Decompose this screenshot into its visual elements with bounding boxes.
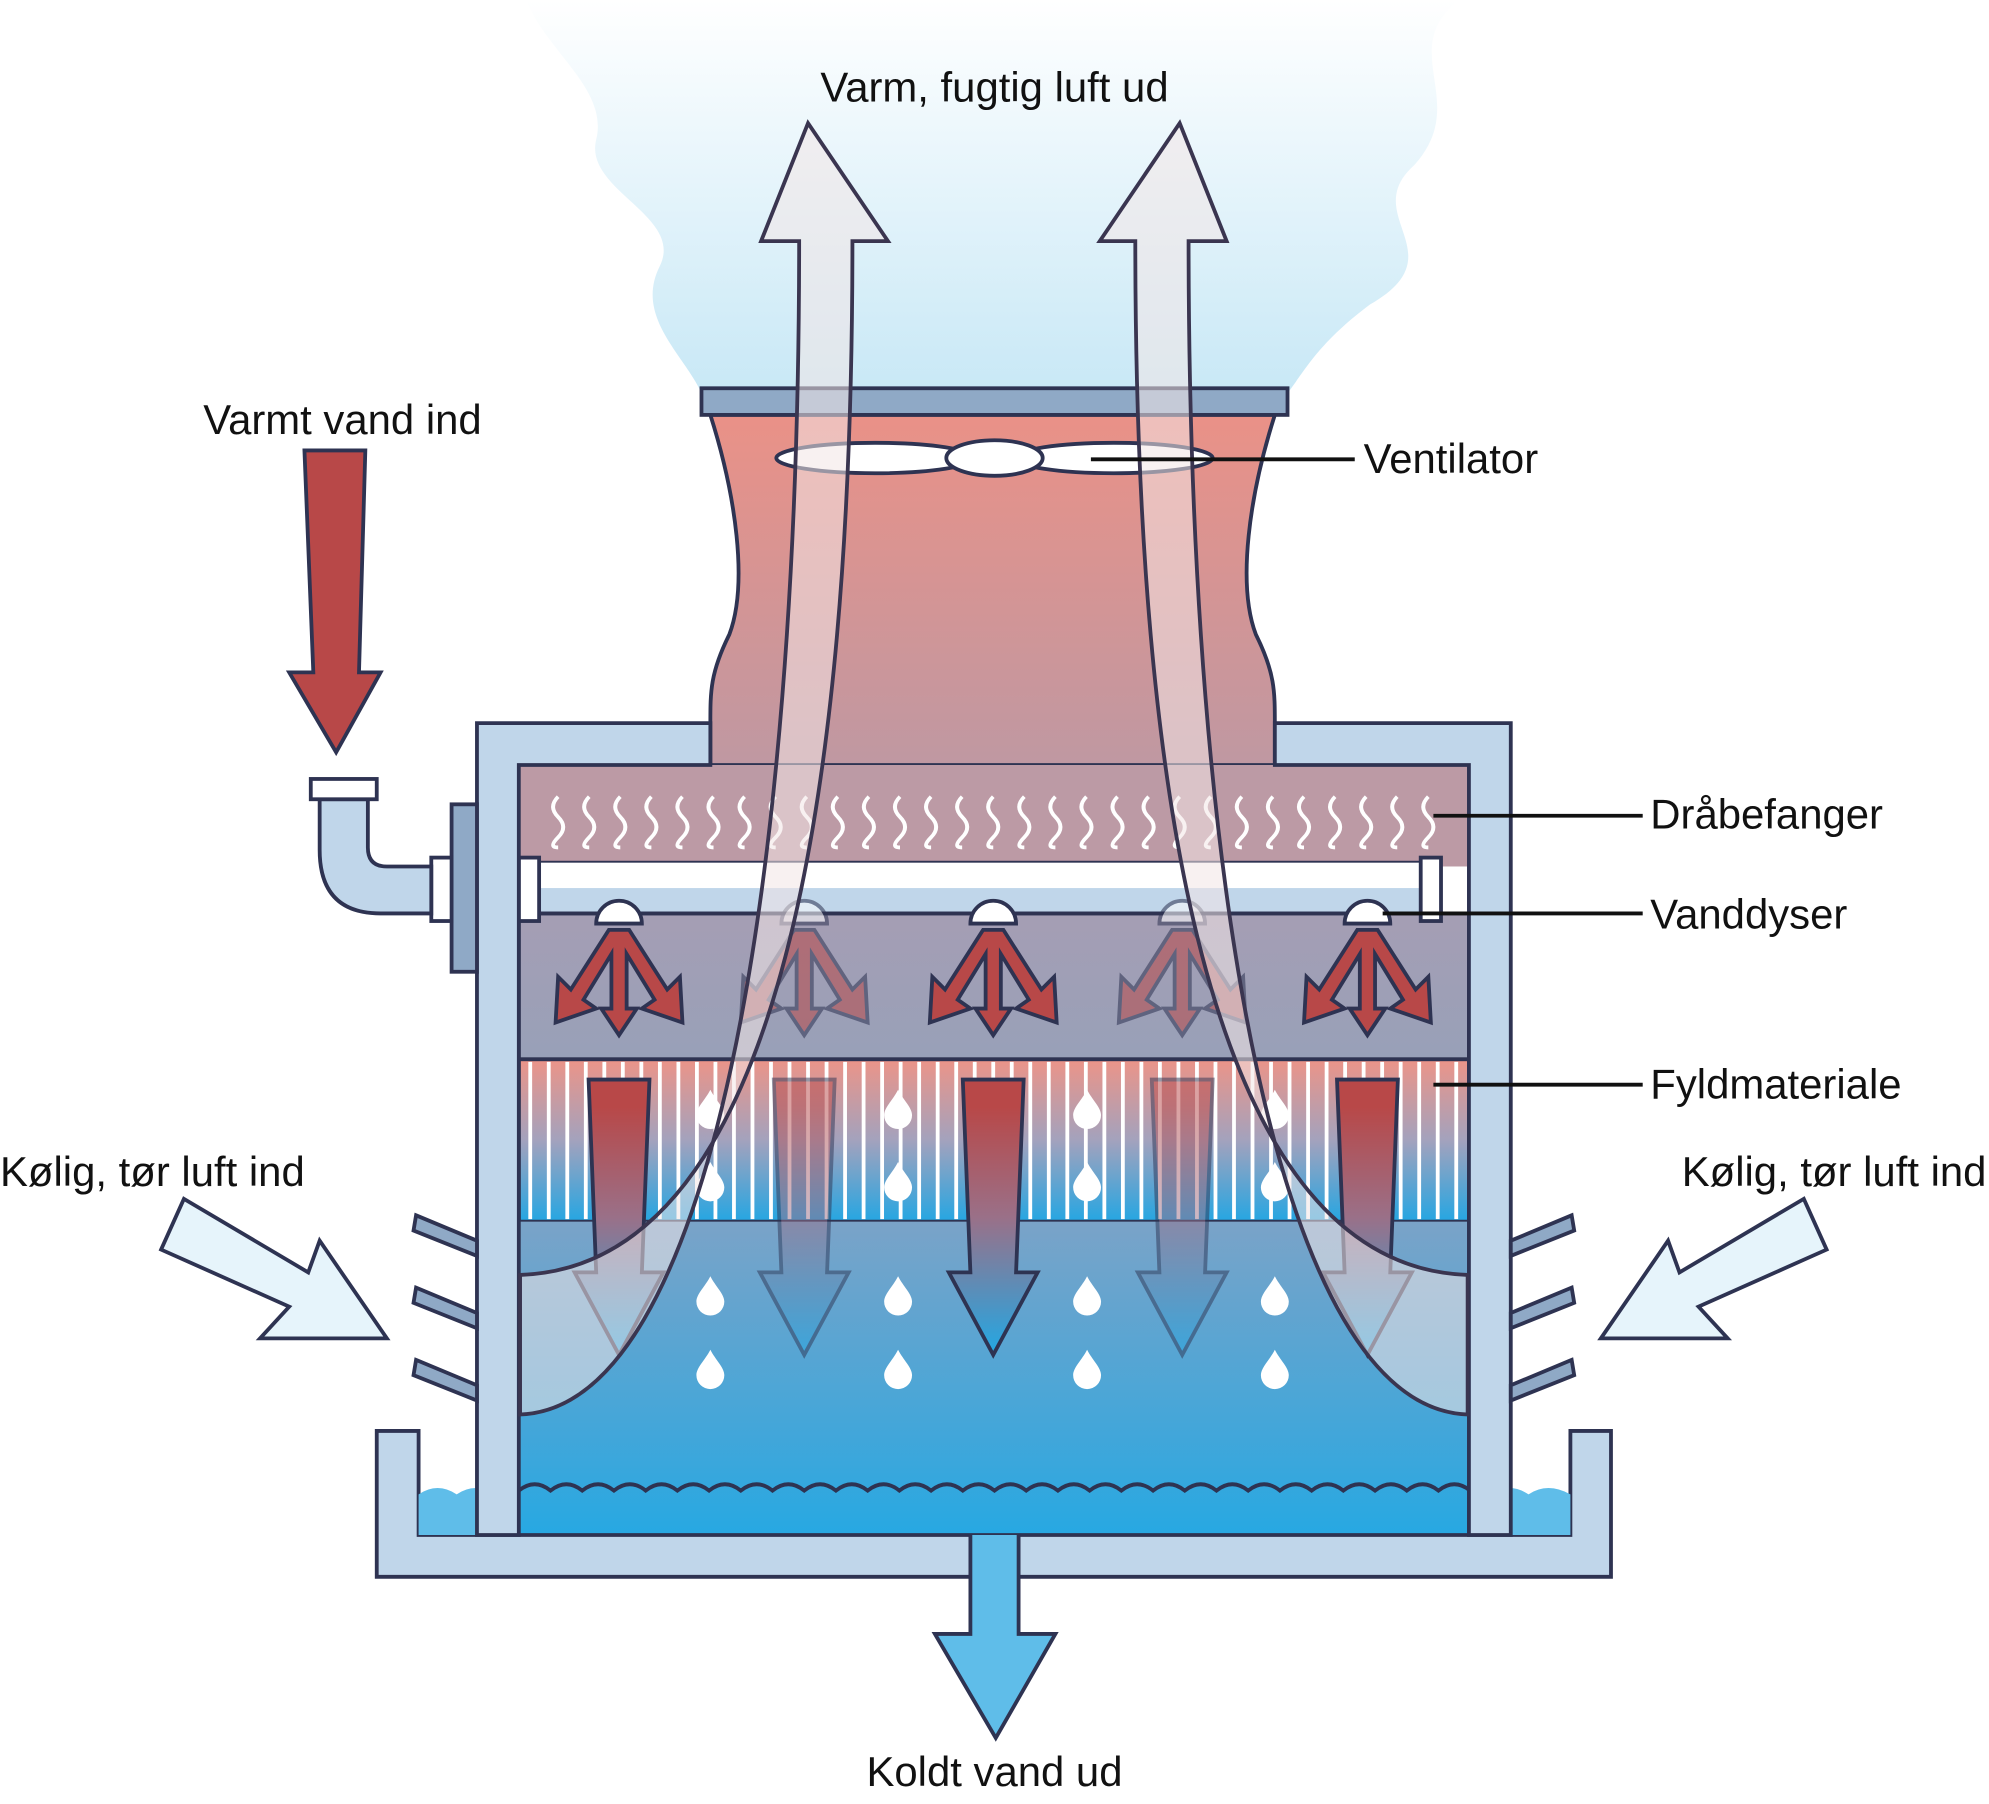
nozzle xyxy=(553,898,685,1039)
warm-air-up-arrow-left xyxy=(518,119,892,1417)
label-hot-air-out: Varm, fugtig luft ud xyxy=(820,64,1168,111)
basin xyxy=(374,1429,1613,1579)
water-drop-icon xyxy=(1260,1162,1289,1202)
water-drop-icon xyxy=(696,1276,725,1316)
nozzle-icon xyxy=(594,898,644,926)
wave-mark xyxy=(582,795,597,850)
water-waves xyxy=(517,1482,1472,1494)
water-drop-icon xyxy=(696,1349,725,1390)
cool-air-in-right-arrow xyxy=(1597,1196,1830,1341)
wave-mark xyxy=(613,795,628,850)
wave-mark xyxy=(1017,795,1032,850)
wave-mark xyxy=(675,795,690,850)
label-nozzles: Vanddyser xyxy=(1650,891,1847,938)
fan-top-plate xyxy=(699,386,1290,417)
water-drop-icon xyxy=(1073,1349,1102,1390)
nozzle xyxy=(1301,898,1433,1039)
wave-mark xyxy=(644,795,659,850)
cold-water-out-arrow xyxy=(931,1534,1059,1742)
water-drops xyxy=(696,1089,1289,1390)
spray-arrows-icon xyxy=(1301,928,1433,1039)
water-drop-icon xyxy=(1073,1089,1102,1130)
wave-mark xyxy=(1048,795,1063,850)
nozzle-icon xyxy=(968,898,1018,926)
wave-mark xyxy=(1421,795,1436,850)
tower-frame xyxy=(475,721,1513,1537)
air-louvers xyxy=(411,1212,1577,1404)
wave-mark xyxy=(1110,795,1125,850)
wave-mark xyxy=(893,795,907,850)
wave-mark xyxy=(551,795,566,850)
nozzle xyxy=(927,898,1059,1039)
water-down-arrow xyxy=(1134,1077,1230,1359)
hot-water-in-arrow xyxy=(285,448,384,757)
leader-lines xyxy=(1090,457,1643,1087)
spray-arrows-icon xyxy=(1116,928,1248,1039)
water-drop-icon xyxy=(1073,1276,1102,1316)
wave-mark xyxy=(1297,795,1311,850)
label-cool-air-in-left: Kølig, tør luft ind xyxy=(0,1148,305,1195)
wave-mark xyxy=(1328,795,1343,850)
wave-mark xyxy=(1359,795,1374,850)
wave-mark xyxy=(737,795,752,850)
wave-mark xyxy=(1079,795,1094,850)
label-fan: Ventilator xyxy=(1364,435,1539,482)
label-drift-eliminator: Dråbefanger xyxy=(1650,790,1883,837)
wave-mark xyxy=(1390,795,1405,850)
wave-mark xyxy=(986,795,1001,850)
inlet-pipe xyxy=(308,777,479,974)
spray-arrows-icon xyxy=(927,928,1059,1039)
wave-mark xyxy=(955,795,970,850)
wave-mark xyxy=(1234,795,1249,850)
wave-mark xyxy=(924,795,939,850)
wave-mark xyxy=(706,795,721,850)
warm-air-up-arrow-right xyxy=(1096,119,1470,1417)
water-drop-icon xyxy=(884,1089,913,1130)
label-cool-air-in-right: Kølig, tør luft ind xyxy=(1682,1148,1987,1195)
water-drop-icon xyxy=(696,1162,725,1202)
water-down-arrow xyxy=(945,1077,1041,1359)
nozzle-icon xyxy=(1342,898,1393,926)
water-drop-icon xyxy=(1260,1349,1289,1390)
label-cold-water-out: Koldt vand ud xyxy=(866,1748,1122,1795)
pipe-start-cap xyxy=(516,855,542,923)
pipe-end-cap xyxy=(1418,855,1443,923)
wave-mark xyxy=(1141,795,1156,850)
water-drop-icon xyxy=(884,1162,913,1202)
steam-cloud xyxy=(526,0,1459,394)
water-drop-icon xyxy=(1260,1276,1289,1316)
label-hot-water-in: Varmt vand ind xyxy=(203,396,481,443)
label-fill: Fyldmateriale xyxy=(1650,1061,1901,1108)
water-drop-icon xyxy=(884,1349,913,1390)
wave-mark xyxy=(830,795,845,850)
water-drop-icon xyxy=(884,1276,913,1316)
wave-mark xyxy=(1265,795,1280,850)
water-down-arrow xyxy=(756,1077,852,1359)
water-drop-icon xyxy=(1073,1162,1102,1202)
cool-air-in-left-arrow xyxy=(158,1196,391,1341)
spray-arrows-icon xyxy=(553,928,685,1039)
wave-mark xyxy=(861,795,876,850)
